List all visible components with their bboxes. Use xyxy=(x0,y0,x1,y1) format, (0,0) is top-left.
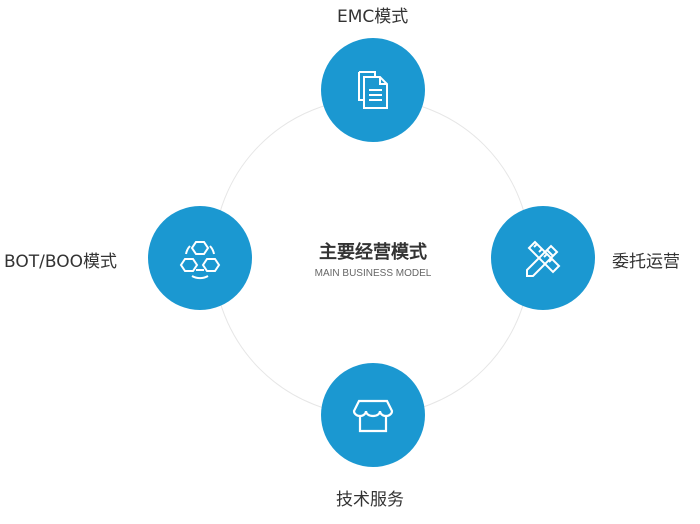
storefront-icon xyxy=(352,399,394,433)
center-title: 主要经营模式 xyxy=(319,242,427,263)
center-subtitle: MAIN BUSINESS MODEL xyxy=(314,268,432,279)
node-technical-service[interactable] xyxy=(321,363,425,467)
node-bot-boo[interactable] xyxy=(148,206,252,310)
hexagon-network-icon xyxy=(179,241,221,280)
center-title-block: 主要经营模式 MAIN BUSINESS MODEL xyxy=(273,238,473,279)
node-emc[interactable] xyxy=(321,38,425,142)
label-bot-boo: BOT/BOO模式 xyxy=(4,252,117,272)
ruler-pencil-icon xyxy=(526,240,561,277)
label-emc: EMC模式 xyxy=(337,7,409,27)
label-entrusted-operation: 委托运营 xyxy=(612,252,680,272)
node-entrusted-operation[interactable] xyxy=(491,206,595,310)
label-technical-service: 技术服务 xyxy=(336,490,404,510)
document-icon xyxy=(358,71,388,109)
